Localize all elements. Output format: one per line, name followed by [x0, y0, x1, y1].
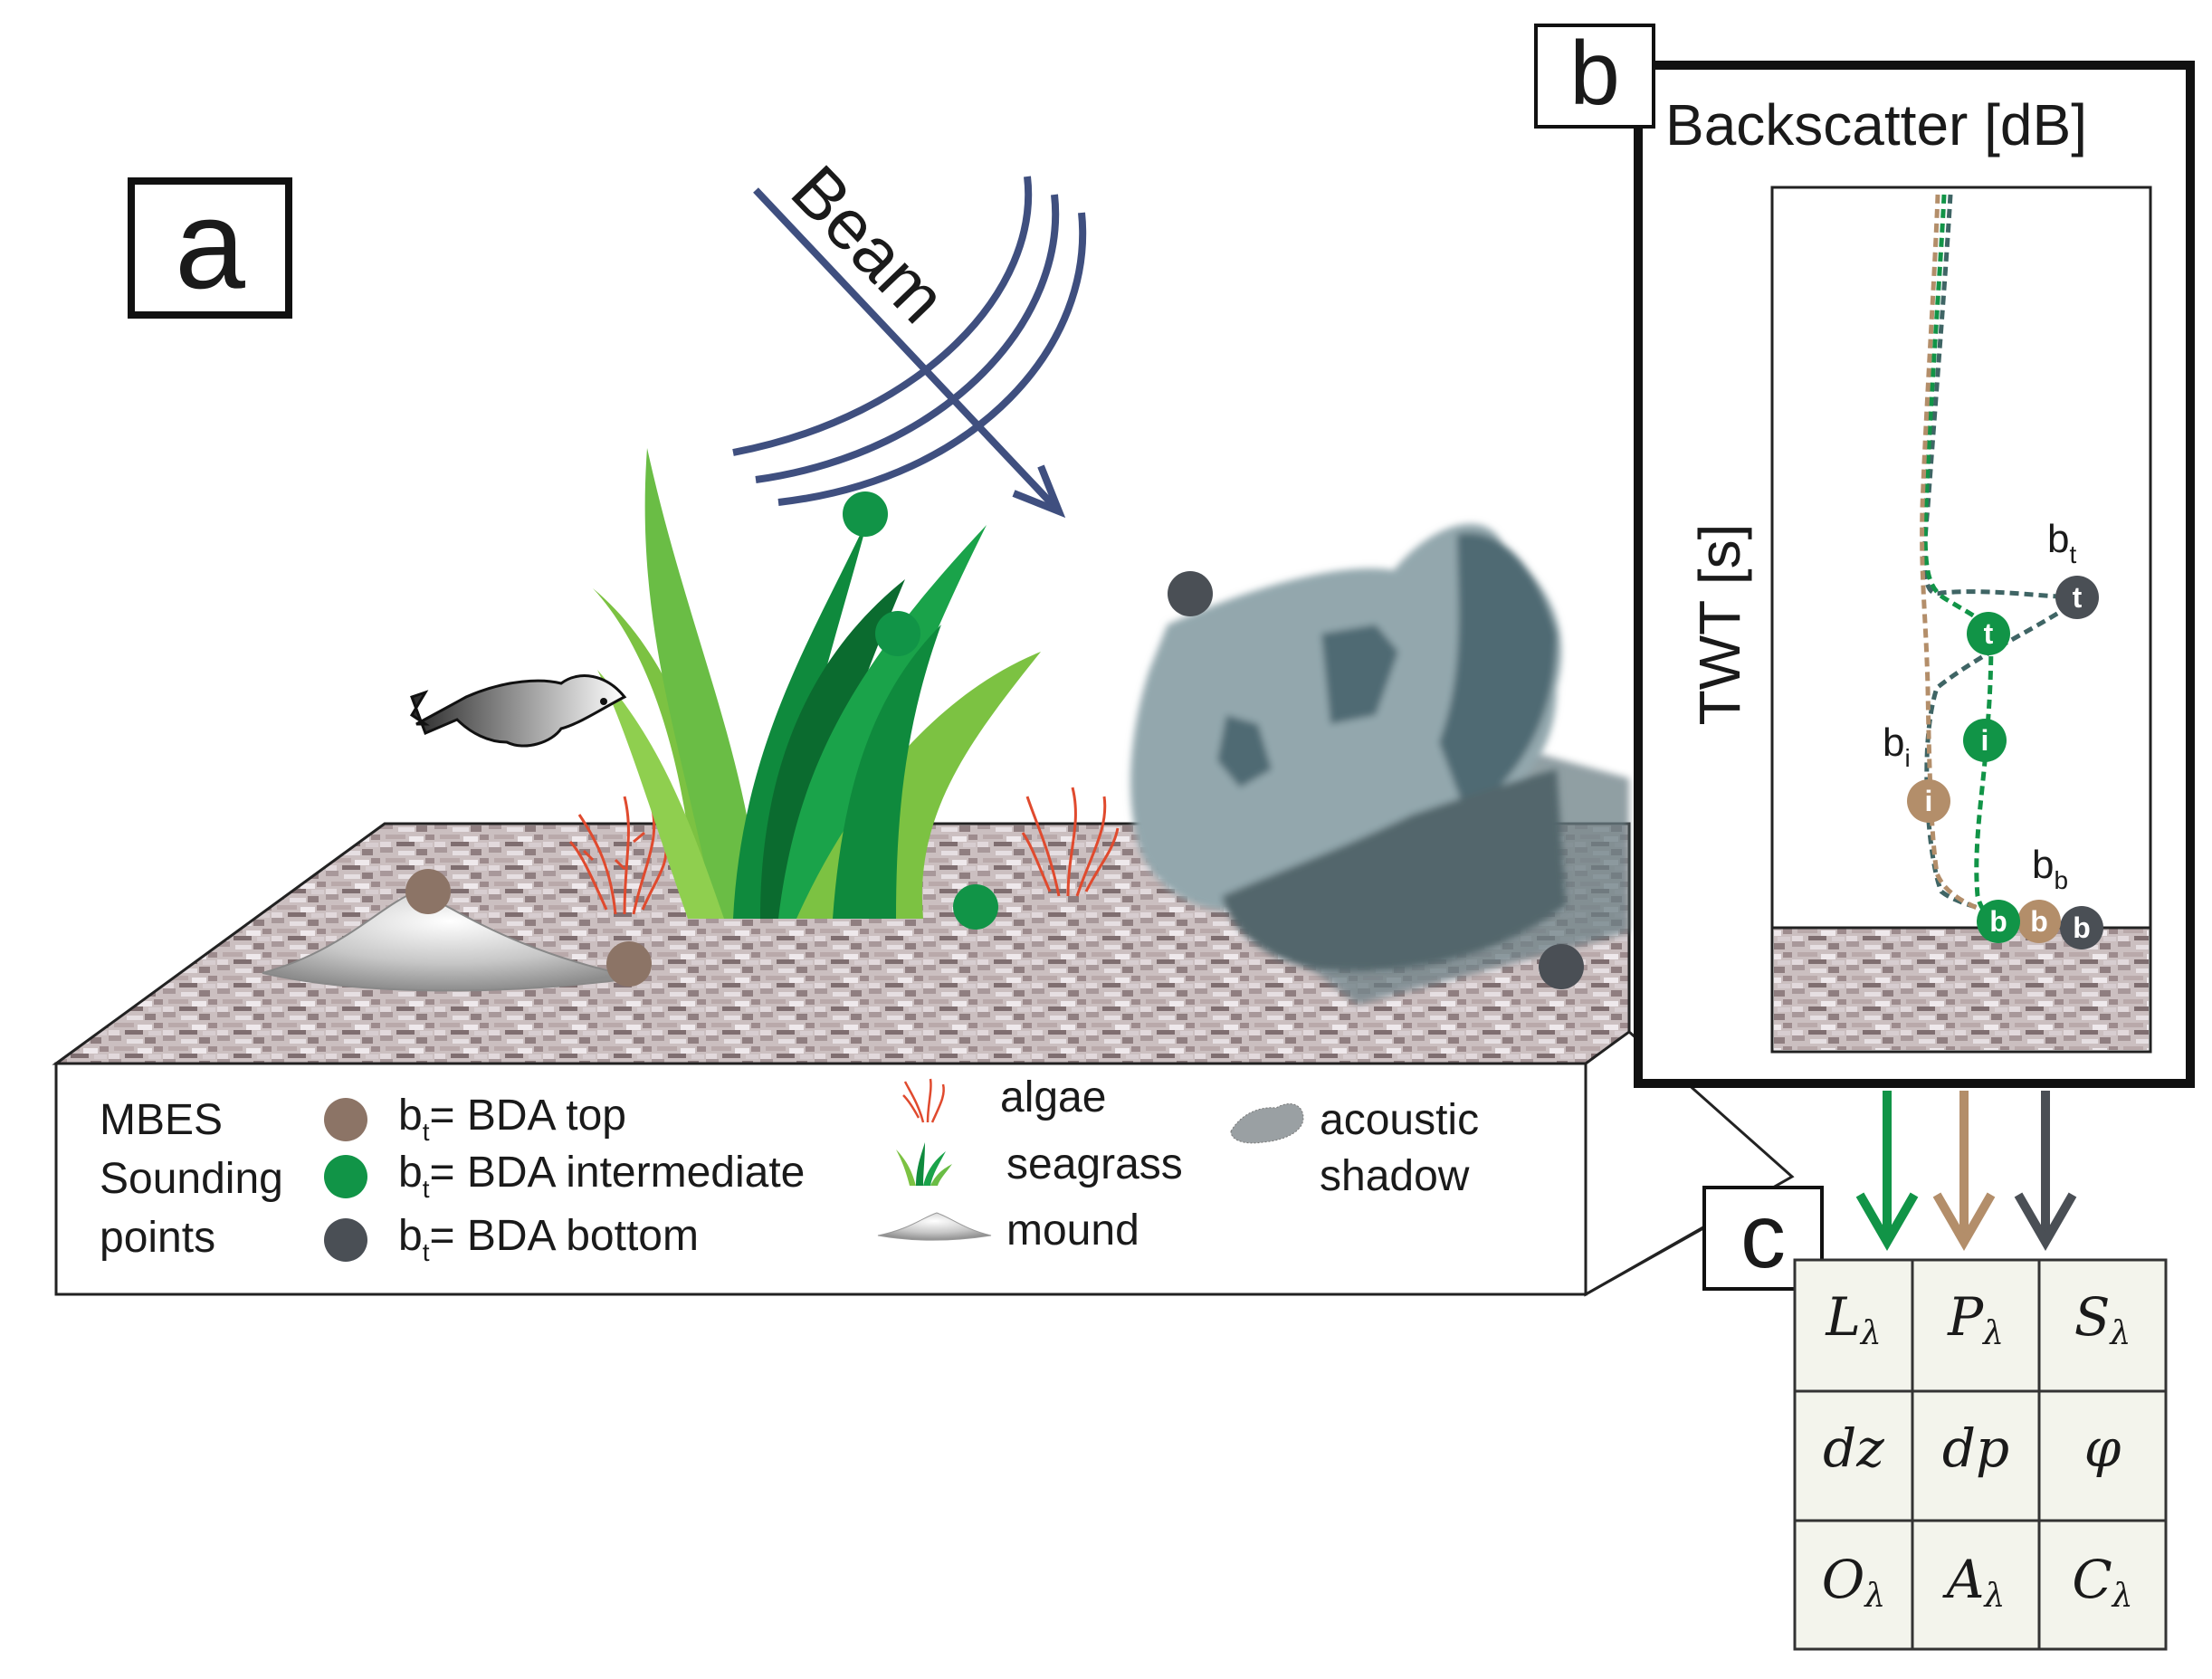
panel-c-label: c — [1740, 1186, 1786, 1287]
arrow-brown — [1932, 1091, 1996, 1252]
panel-b-title: Backscatter [dB] — [1665, 92, 2087, 157]
cell-P: Pλ — [1947, 1286, 2004, 1352]
svg-text:b: b — [2030, 905, 2048, 938]
point-intermediate-3 — [953, 884, 998, 930]
rock — [1130, 523, 1566, 971]
marker-top-b: b — [2017, 900, 2061, 943]
point-top-2 — [606, 941, 652, 987]
curve-green — [1922, 194, 2001, 924]
legend-mound-icon — [877, 1212, 992, 1241]
cell-O: Oλ — [1822, 1549, 1885, 1615]
cell-phi: φ — [2084, 1417, 2121, 1479]
point-intermediate-1 — [843, 491, 888, 537]
marker-intermediate-b: b — [1977, 900, 2020, 943]
marker-top-i: i — [1907, 779, 1950, 823]
curve-gray — [1922, 194, 2089, 930]
legend-box — [54, 1062, 1587, 1296]
svg-text:b: b — [1989, 905, 2007, 938]
cell-dz: dz — [1823, 1417, 1884, 1479]
fish — [409, 674, 627, 748]
panel-b-y-axis-label: TWT [s] — [1687, 524, 1752, 726]
marker-bottom-t: t — [2055, 576, 2099, 619]
legend-intermediate-swatch — [324, 1155, 367, 1198]
point-intermediate-2 — [875, 611, 920, 656]
legend-algae-icon — [902, 1078, 945, 1123]
point-top-1 — [405, 869, 451, 914]
legend-mbes-line1: MBES — [100, 1096, 223, 1144]
seagrass — [593, 448, 1041, 919]
label-bi: bi — [1883, 720, 1911, 772]
svg-text:i: i — [1925, 785, 1933, 817]
cell-A: Aλ — [1942, 1549, 2006, 1615]
legend-shadow-icon — [1230, 1103, 1304, 1144]
svg-text:t: t — [1984, 617, 1994, 650]
cell-C: Cλ — [2072, 1549, 2132, 1615]
label-bb: bb — [2032, 843, 2068, 894]
legend-top-swatch — [324, 1098, 367, 1141]
label-bt: bt — [2047, 517, 2076, 568]
legend-mound-text: mound — [1006, 1207, 1139, 1254]
marker-intermediate-i: i — [1963, 719, 2007, 762]
cell-dp: dp — [1942, 1417, 2009, 1479]
legend-mbes-line2: Sounding — [100, 1155, 283, 1203]
legend-intermediate-text: bt= BDA intermediate — [398, 1149, 805, 1203]
panel-b-label: b — [1569, 23, 1620, 124]
panel-b-curves — [1920, 194, 2089, 930]
panel-c-table — [1793, 1258, 2168, 1651]
panel-b-label-box — [1534, 24, 1655, 129]
legend-seagrass-text: seagrass — [1006, 1140, 1183, 1188]
panel-a-label: a — [175, 173, 245, 315]
legend-top-text: bt= BDA top — [398, 1092, 626, 1146]
svg-text:i: i — [1981, 724, 1989, 757]
beam — [732, 176, 1087, 519]
curve-brown — [1920, 194, 2019, 924]
svg-text:b: b — [2073, 911, 2091, 944]
legend-bottom-text: bt= BDA bottom — [398, 1212, 699, 1266]
legend-shadow-line1: acoustic — [1320, 1096, 1479, 1144]
panel-a-label-box — [128, 177, 292, 319]
arrow-green — [1855, 1091, 1919, 1252]
arrow-gray — [2014, 1091, 2077, 1252]
legend-shadow-line2: shadow — [1320, 1152, 1470, 1200]
marker-bottom-b: b — [2060, 906, 2103, 949]
block-side-face — [1584, 1030, 1795, 1297]
marker-intermediate-t: t — [1967, 612, 2010, 655]
cell-L: Lλ — [1825, 1286, 1881, 1352]
legend-bottom-swatch — [324, 1218, 367, 1262]
algae-right — [1021, 787, 1120, 897]
legend-mbes-line3: points — [100, 1214, 215, 1262]
point-bottom-2 — [1539, 944, 1584, 989]
legend-algae-text: algae — [1000, 1073, 1106, 1121]
cell-S: Sλ — [2074, 1286, 2131, 1352]
mound — [262, 890, 639, 992]
svg-text:t: t — [2073, 581, 2083, 614]
legend-seagrass-icon — [896, 1142, 952, 1186]
point-bottom-1 — [1168, 571, 1213, 616]
